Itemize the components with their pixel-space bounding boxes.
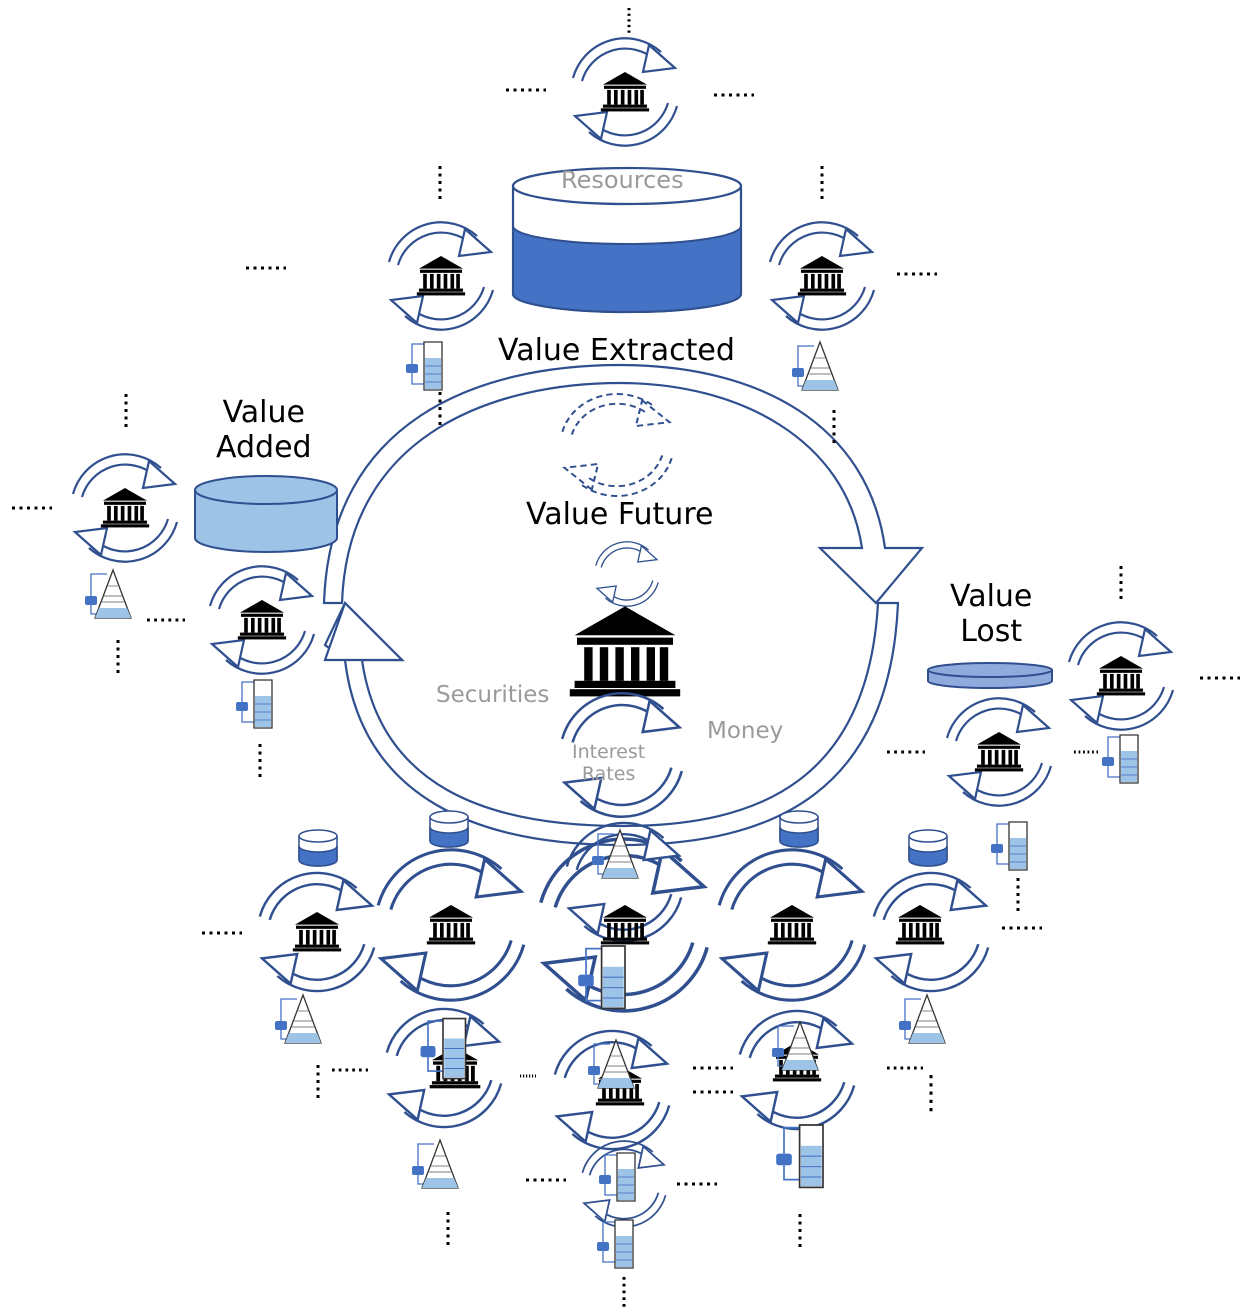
value-extracted-label: Value Extracted bbox=[498, 333, 735, 368]
beaker-b11-icon bbox=[598, 1152, 636, 1202]
beaker-bottom-icon bbox=[596, 1219, 634, 1269]
bank-b2-icon bbox=[426, 905, 476, 945]
interest-rates-label: Interest Rates bbox=[572, 741, 646, 786]
money-label: Money bbox=[707, 718, 784, 744]
resources-tank-icon bbox=[511, 166, 743, 314]
beaker-ul-icon bbox=[405, 341, 443, 391]
bank-b1-icon bbox=[292, 912, 342, 952]
bank-left2-icon bbox=[237, 600, 287, 640]
flask-b8-icon bbox=[771, 1021, 819, 1071]
resources-label: Resources bbox=[561, 166, 684, 194]
flask-b9-icon bbox=[411, 1139, 459, 1189]
value-added-tank-icon bbox=[194, 475, 338, 553]
cycle-right1-icon bbox=[1067, 621, 1175, 731]
cycle-left1-icon bbox=[71, 453, 179, 563]
value-added-line1: Value bbox=[222, 395, 305, 430]
beaker-b6-icon bbox=[419, 1017, 467, 1080]
cycle-b4-icon bbox=[717, 848, 867, 1002]
beaker-right1-icon bbox=[1101, 734, 1139, 784]
central-small-cycle-icon bbox=[595, 541, 659, 607]
beaker-left-icon bbox=[235, 679, 273, 729]
central-bank-icon bbox=[569, 606, 681, 697]
bank-top-icon bbox=[600, 72, 650, 112]
value-lost-label: Value Lost bbox=[950, 579, 1033, 649]
value-added-line2: Added bbox=[216, 429, 312, 465]
cycle-left2-icon bbox=[208, 565, 316, 675]
securities-label: Securities bbox=[436, 682, 550, 708]
tank-b3-icon bbox=[779, 810, 819, 848]
value-added-label: Value Added bbox=[216, 395, 312, 465]
tank-b1-icon bbox=[298, 829, 338, 867]
flask-left-icon bbox=[84, 569, 132, 619]
cycle-b1-icon bbox=[258, 871, 376, 993]
bank-b4-icon bbox=[767, 905, 817, 945]
central-cycle-arrows bbox=[322, 363, 925, 847]
tank-b2-icon bbox=[429, 810, 469, 848]
bank-right1-icon bbox=[1096, 656, 1146, 696]
cycle-top-icon bbox=[571, 37, 679, 147]
cycle-b2-icon bbox=[376, 848, 526, 1002]
flask-ur-icon bbox=[791, 341, 839, 391]
cycle-ur-icon bbox=[768, 221, 876, 331]
bank-b3-icon bbox=[600, 905, 650, 945]
tank-b4-icon bbox=[908, 829, 948, 867]
bank-b5-icon bbox=[895, 905, 945, 945]
cycle-ul-icon bbox=[387, 221, 495, 331]
value-lost-line1: Value bbox=[950, 579, 1033, 614]
bank-left1-icon bbox=[100, 488, 150, 528]
beaker-b10-icon bbox=[775, 1124, 824, 1189]
interest-rates-line1: Interest bbox=[572, 741, 646, 763]
value-lost-line2: Lost bbox=[960, 613, 1023, 649]
value-future-label: Value Future bbox=[526, 497, 714, 532]
bank-ur-icon bbox=[797, 256, 847, 296]
cycle-right2-icon bbox=[945, 697, 1053, 807]
dashed-cycle-icon bbox=[561, 392, 673, 498]
beaker-right2-icon bbox=[990, 821, 1028, 871]
flask-b5-icon bbox=[898, 994, 946, 1044]
value-lost-tank-icon bbox=[927, 662, 1053, 689]
bank-right2-icon bbox=[974, 732, 1024, 772]
flask-b7-icon bbox=[587, 1039, 635, 1089]
beaker-b3-icon bbox=[577, 945, 626, 1010]
bank-ul-icon bbox=[416, 256, 466, 296]
interest-rates-line2: Rates bbox=[581, 762, 636, 785]
flask-b1-icon bbox=[274, 994, 322, 1044]
